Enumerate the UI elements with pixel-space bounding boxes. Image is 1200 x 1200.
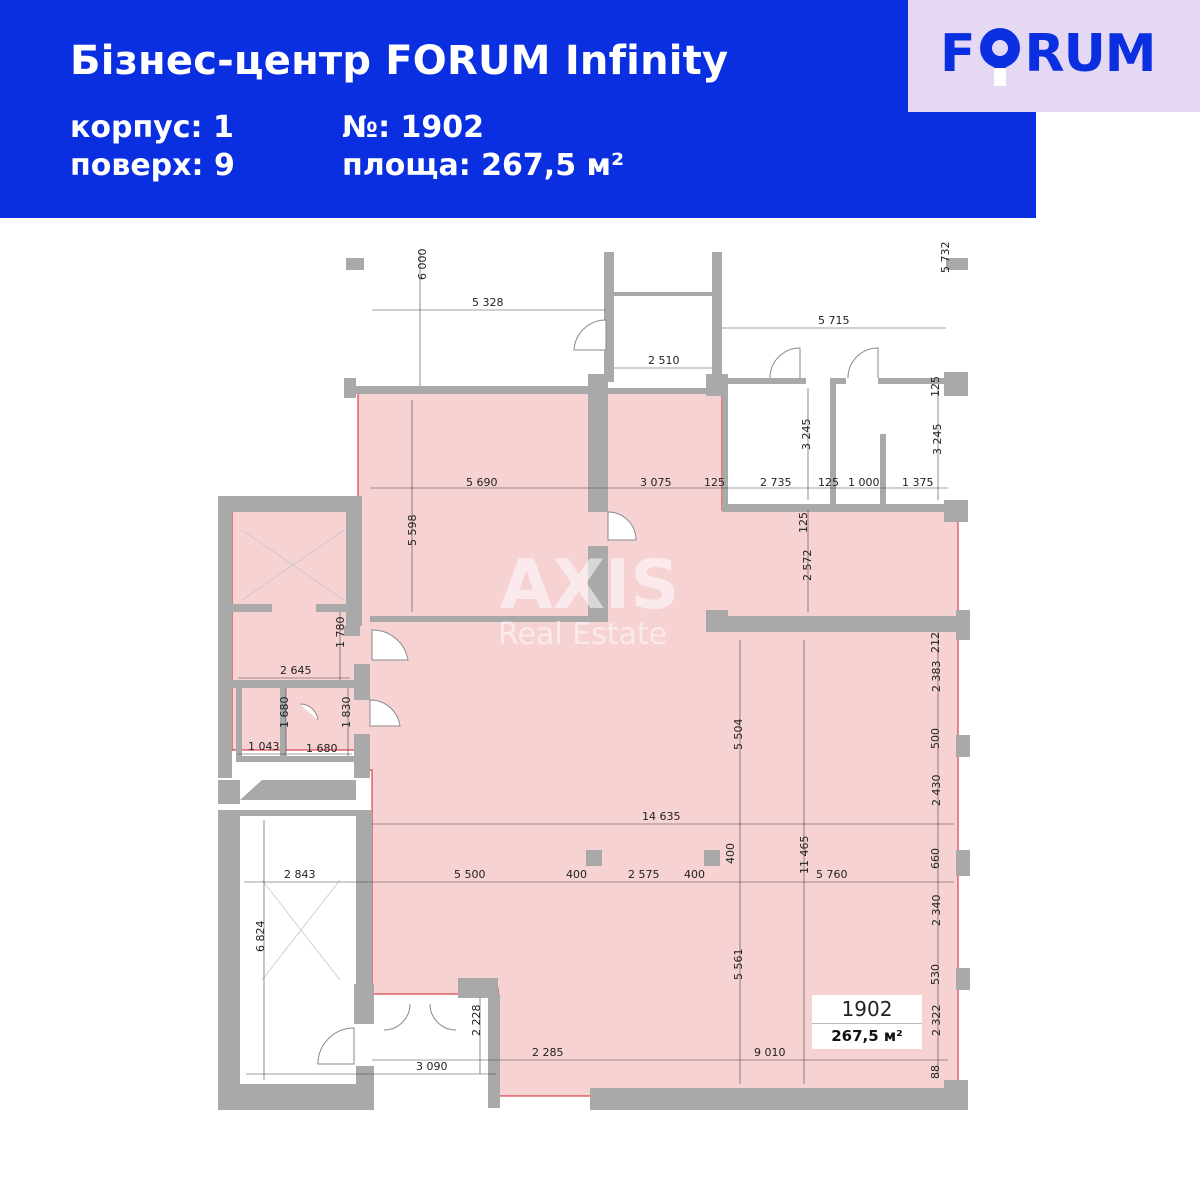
- watermark: AXIS Real Estate: [498, 546, 679, 652]
- dim-9010: 9 010: [754, 1046, 786, 1059]
- dimension-labels: 6 000 5 328 5 732 5 715 2 510 125 3 245 …: [248, 242, 952, 1080]
- dim-400-a: 400: [724, 843, 737, 864]
- lift-shaft: [241, 529, 345, 981]
- dim-400-c: 400: [684, 868, 705, 881]
- dimension-lines: [238, 252, 954, 1084]
- brand-logo-left: F: [940, 24, 976, 84]
- dim-530: 530: [929, 964, 942, 985]
- poverkh-value: 9: [213, 148, 235, 183]
- dim-2735: 2 735: [760, 476, 792, 489]
- header-banner: Бізнес-центр FORUM Infinity корпус: 1 по…: [0, 0, 1036, 218]
- dim-11465: 11 465: [798, 836, 811, 875]
- page-title: Бізнес-центр FORUM Infinity: [70, 38, 729, 84]
- dim-125-d: 125: [797, 512, 810, 533]
- area-label: площа:: [342, 148, 471, 183]
- dim-2843: 2 843: [284, 868, 316, 881]
- brand-logo-right: RUM: [1024, 24, 1157, 84]
- dim-1375: 1 375: [902, 476, 934, 489]
- dim-2572: 2 572: [801, 550, 814, 582]
- dim-500: 500: [929, 728, 942, 749]
- dim-1780: 1 780: [334, 617, 347, 649]
- dim-3245-b: 3 245: [931, 424, 944, 456]
- dim-3075: 3 075: [640, 476, 672, 489]
- dim-2383: 2 383: [930, 661, 943, 693]
- dim-212: 212: [929, 632, 942, 653]
- dim-1680-a: 1 680: [278, 697, 291, 729]
- dim-5732: 5 732: [939, 242, 952, 274]
- key-hole-icon: [975, 24, 1025, 86]
- dim-3090: 3 090: [416, 1060, 448, 1073]
- dim-5328: 5 328: [472, 296, 504, 309]
- dim-2510: 2 510: [648, 354, 680, 367]
- dim-2645: 2 645: [280, 664, 312, 677]
- dim-5500: 5 500: [454, 868, 486, 881]
- dim-5690: 5 690: [466, 476, 498, 489]
- watermark-line1: AXIS: [500, 546, 679, 625]
- korpus-label: корпус:: [70, 110, 203, 145]
- unit-label: 1902 267,5 м²: [812, 995, 922, 1049]
- dim-5598: 5 598: [406, 515, 419, 547]
- number-label: №:: [342, 110, 391, 145]
- dim-1000: 1 000: [848, 476, 880, 489]
- dim-6824: 6 824: [254, 921, 267, 953]
- floor-plan: 6 000 5 328 5 732 5 715 2 510 125 3 245 …: [0, 220, 1200, 1200]
- walls: [218, 252, 970, 1110]
- watermark-line2: Real Estate: [498, 617, 667, 652]
- dim-125-b: 125: [704, 476, 725, 489]
- unit-number: 1902: [812, 995, 922, 1024]
- dim-1830: 1 830: [340, 697, 353, 729]
- doors: [299, 319, 879, 1065]
- dim-1680-b: 1 680: [306, 742, 338, 755]
- dim-2340: 2 340: [930, 895, 943, 927]
- area-row: площа: 267,5 м²: [342, 148, 624, 183]
- dim-125-a: 125: [929, 376, 942, 397]
- area-value: 267,5 м²: [481, 148, 625, 183]
- poverkh-label: поверх:: [70, 148, 204, 183]
- korpus-value: 1: [212, 110, 234, 145]
- korpus-row: корпус: 1: [70, 110, 234, 145]
- dim-2228: 2 228: [470, 1005, 483, 1037]
- dim-3245-a: 3 245: [800, 419, 813, 451]
- dim-400-b: 400: [566, 868, 587, 881]
- dim-5760: 5 760: [816, 868, 848, 881]
- dim-125-c: 125: [818, 476, 839, 489]
- dim-6000: 6 000: [416, 249, 429, 281]
- unit-area: 267,5 м²: [831, 1027, 903, 1045]
- dim-2322: 2 322: [930, 1005, 943, 1037]
- dim-5561: 5 561: [732, 949, 745, 981]
- dim-5715: 5 715: [818, 314, 850, 327]
- dim-1043: 1 043: [248, 740, 280, 753]
- number-row: №: 1902: [342, 110, 484, 145]
- dim-88: 88: [929, 1065, 942, 1079]
- brand-logo: F RUM: [908, 0, 1200, 112]
- brand-logo-text: F RUM: [940, 24, 1157, 86]
- number-value: 1902: [400, 110, 485, 145]
- dim-2285: 2 285: [532, 1046, 564, 1059]
- dim-660: 660: [929, 848, 942, 869]
- dim-5504: 5 504: [732, 719, 745, 751]
- dim-2430: 2 430: [930, 775, 943, 807]
- dim-2575: 2 575: [628, 868, 660, 881]
- poverkh-row: поверх: 9: [70, 148, 235, 183]
- dim-14635: 14 635: [642, 810, 681, 823]
